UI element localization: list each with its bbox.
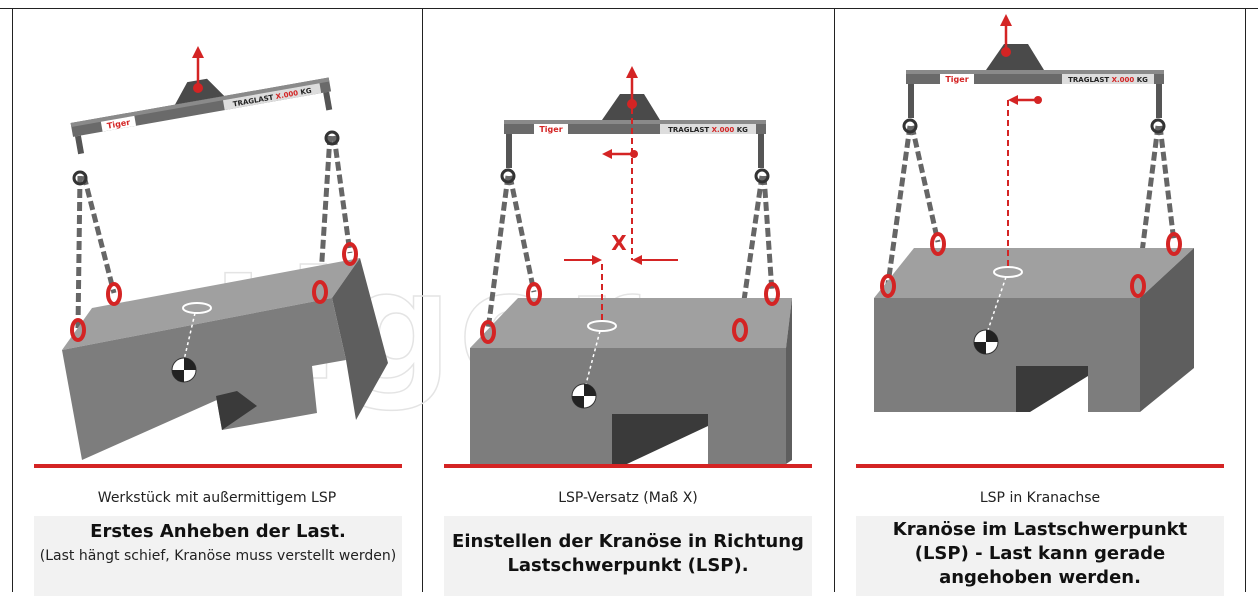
panel-2-title: Einstellen der Kranöse in Richtung Lasts… [452,531,804,576]
ground-line [444,464,812,468]
panel-frame-1 [12,8,422,592]
chain-left [75,175,117,329]
chain-left [885,125,941,285]
shackle-links [70,242,358,342]
lift-arrow [626,66,638,109]
beam-label: TRAGLAST X.000 KG [668,126,748,134]
hooks [500,168,770,184]
center-of-gravity [171,302,212,383]
panel-1-subtitle: (Last hängt schief, Kranöse muss verstel… [39,548,397,564]
panel-3-illustration: Tiger TRAGLAST X.000 KG [856,14,1224,468]
hooks [902,118,1166,134]
panel-3-description: Kranöse im Lastschwerpunkt (LSP) - Last … [856,516,1224,596]
offset-dimension: X [564,231,678,265]
shackle-links [480,282,780,344]
panel-3: Tiger TRAGLAST X.000 KG LSP in Kranachse… [834,8,1246,596]
beam-brand: Tiger [945,75,968,84]
panel-1: Tiger TRAGLAST X.000 KG Werkstück mit au… [12,8,422,596]
lift-arrow [1000,14,1012,57]
lift-arrow [192,46,204,93]
chain-right [317,135,353,292]
ground-line [34,464,402,468]
panel-3-title: Kranöse im Lastschwerpunkt (LSP) - Last … [892,519,1188,588]
panel-2-description: Einstellen der Kranöse in Richtung Lasts… [444,516,812,596]
panel-2: Tiger TRAGLAST X.000 KG X [422,8,834,596]
offset-label: X [611,231,627,255]
spreader-beam: Tiger TRAGLAST X.000 KG [906,44,1164,118]
center-of-gravity [973,266,1023,355]
panel-2-illustration: Tiger TRAGLAST X.000 KG X [444,66,812,468]
chain-left [485,175,537,331]
load-block [470,298,792,464]
panel-1-caption: Werkstück mit außermittigem LSP [97,490,337,506]
chain-right [737,175,775,329]
beam-label: TRAGLAST X.000 KG [1068,76,1148,84]
frame-top [0,8,1258,9]
panel-1-illustration: Tiger TRAGLAST X.000 KG [34,46,402,468]
shackle-links [880,232,1182,298]
ground-line [856,464,1224,468]
panel-1-description: Erstes Anheben der Last. (Last hängt sch… [34,516,402,596]
panel-3-caption: LSP in Kranachse [979,490,1101,506]
load-block [62,258,388,460]
panel-2-caption: LSP-Versatz (Maß X) [558,490,698,506]
beam-brand: Tiger [539,125,562,134]
load-block [874,248,1194,412]
shift-arrow [1008,95,1042,105]
panel-frame-2 [422,8,834,592]
spreader-beam: Tiger TRAGLAST X.000 KG [70,77,333,155]
panel-frame-3 [834,8,1246,592]
panel-1-title: Erstes Anheben der Last. [90,521,346,542]
beam-brand: Tiger [106,118,131,131]
center-of-gravity [571,320,617,409]
hooks [72,130,340,186]
